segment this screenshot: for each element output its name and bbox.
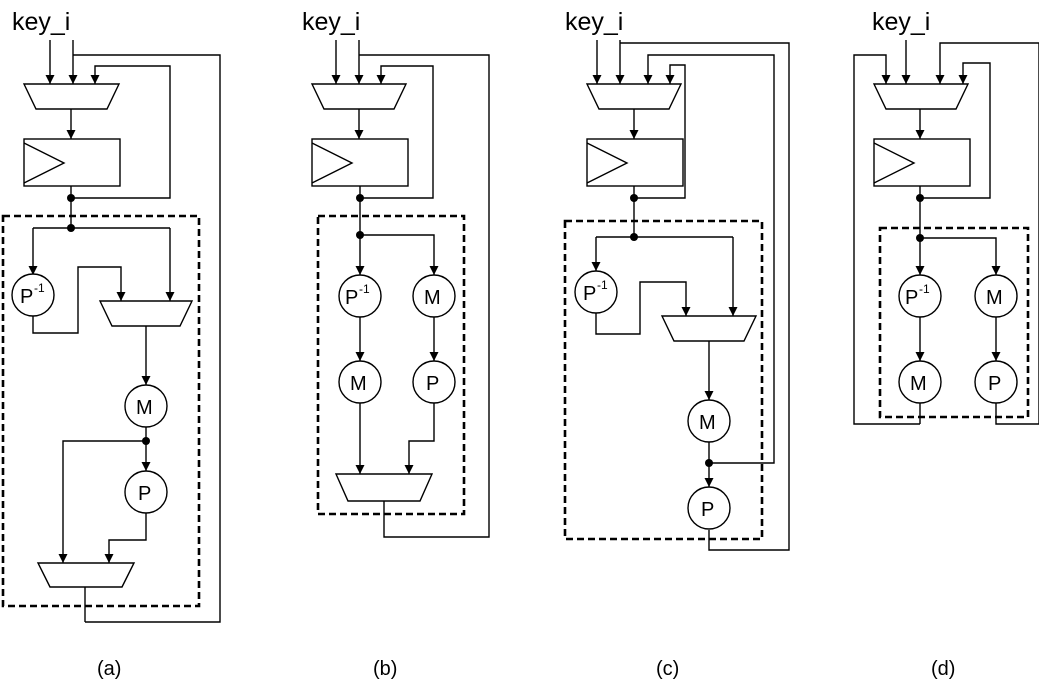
node-m-left: M (910, 373, 927, 395)
node-p-inv: P (20, 286, 33, 308)
round-function-box (1, 214, 201, 608)
input-mux (872, 83, 970, 110)
node-p: P (988, 373, 1001, 395)
round-function-box (316, 214, 466, 516)
node-p-inv: P (345, 287, 358, 309)
panel-b: key_i P -1 M M P (b) (302, 8, 490, 680)
node-p-inv-sup: -1 (34, 281, 45, 295)
node-p-inv-sup: -1 (919, 282, 930, 296)
node-p: P (138, 483, 151, 505)
permutation-node (687, 486, 731, 530)
round-function-box (563, 219, 764, 541)
register (311, 138, 409, 187)
node-p: P (426, 373, 439, 395)
caption: (c) (656, 658, 679, 680)
output-mux (334, 473, 434, 502)
key-input-label: key_i (872, 8, 930, 36)
node-m: M (699, 412, 716, 434)
caption: (b) (373, 658, 397, 680)
input-mux (585, 83, 683, 110)
node-p: P (701, 499, 714, 521)
node-m-left: M (350, 373, 367, 395)
caption: (a) (97, 658, 121, 680)
panel-c: key_i P -1 M P (c) (563, 8, 790, 680)
mux-1 (98, 300, 194, 327)
panel-d: key_i P -1 M M P (d) (853, 8, 1039, 680)
mix-node (898, 360, 942, 404)
input-mux (310, 83, 408, 110)
permutation-node (974, 360, 1018, 404)
node-p-inv-sup: -1 (597, 278, 608, 292)
input-mux (22, 83, 121, 110)
node-m: M (136, 397, 153, 419)
register (23, 138, 121, 187)
node-m-right: M (986, 287, 1003, 309)
panel-a: key_i P -1 M P (a) (1, 8, 221, 680)
node-m-right: M (424, 287, 441, 309)
register (873, 138, 971, 187)
caption: (d) (931, 658, 955, 680)
node-p-inv: P (583, 283, 596, 305)
register (586, 138, 684, 187)
key-input-label: key_i (12, 8, 70, 36)
mux-1 (660, 315, 758, 342)
node-p-inv-sup: -1 (359, 282, 370, 296)
key-input-label: key_i (565, 8, 623, 36)
key-input-label: key_i (302, 8, 360, 36)
node-p-inv: P (905, 287, 918, 309)
round-function-box (878, 226, 1030, 419)
output-mux (36, 562, 136, 588)
